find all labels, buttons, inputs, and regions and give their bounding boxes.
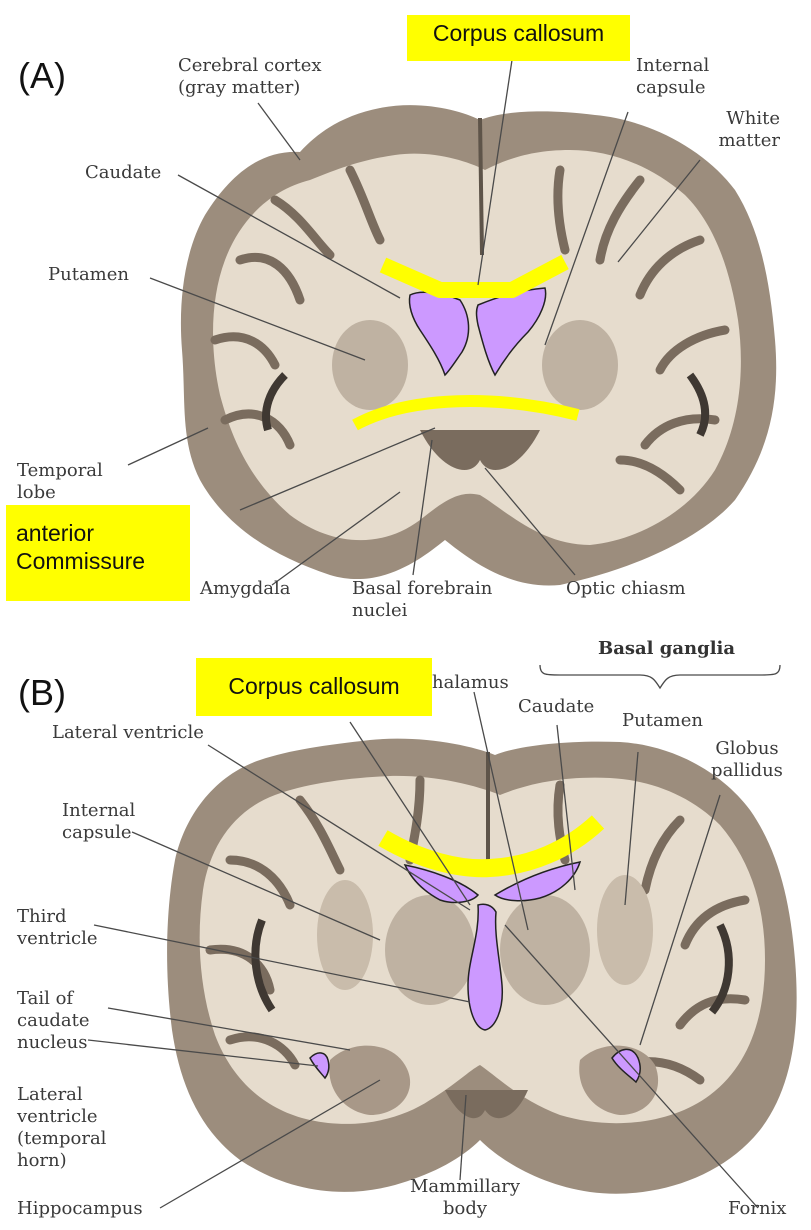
label-tail-caudate: Tail of caudate nucleus (17, 988, 90, 1054)
anterior-commissure-line2: Commissure (16, 547, 180, 575)
label-temporal-lobe: Temporal lobe (17, 460, 103, 504)
label-caudate-a: Caudate (85, 162, 161, 184)
panel-a-letter: (A) (18, 55, 66, 97)
label-white-matter: White matter (700, 108, 780, 152)
label-mammillary-body: Mammillary body (410, 1176, 520, 1220)
label-lateral-ventricle: Lateral ventricle (52, 722, 204, 744)
label-globus-pallidus: Globus pallidus (702, 738, 792, 782)
brain-b-putamen-left (317, 880, 373, 990)
label-fornix: Fornix (728, 1198, 786, 1220)
label-thalamus: halamus (432, 672, 509, 694)
label-cerebral-cortex: Cerebral cortex (gray matter) (178, 55, 322, 99)
label-hippocampus: Hippocampus (17, 1198, 143, 1220)
brain-section-b (167, 739, 797, 1194)
panel-b-corpus-callosum-highlight: Corpus callosum (196, 658, 432, 716)
brain-a-putamen-right (542, 320, 618, 410)
label-third-ventricle: Third ventricle (17, 906, 98, 950)
label-internal-capsule-a: Internal capsule (636, 55, 709, 99)
panel-a-anterior-commissure-highlight: anterior Commissure (6, 505, 190, 601)
brain-b-thalamus-right (500, 895, 590, 1005)
brain-a-midline-fissure (480, 118, 482, 255)
anterior-commissure-line1: anterior (16, 519, 180, 547)
label-putamen-a: Putamen (48, 264, 129, 286)
brain-a-putamen-left (332, 320, 408, 410)
label-putamen-b: Putamen (622, 710, 703, 732)
label-lateral-ventricle-temporal: Lateral ventricle (temporal horn) (17, 1084, 106, 1172)
label-basal-forebrain: Basal forebrain nuclei (352, 578, 492, 622)
brain-b-putamen-right (597, 875, 653, 985)
panel-b-letter: (B) (18, 672, 66, 714)
label-basal-ganglia: Basal ganglia (598, 638, 735, 660)
panel-a-corpus-callosum-highlight: Corpus callosum (407, 15, 630, 61)
label-amygdala: Amygdala (200, 578, 291, 600)
label-optic-chiasm: Optic chiasm (566, 578, 686, 600)
label-internal-capsule-b: Internal capsule (62, 800, 135, 844)
brain-b-thalamus-left (385, 895, 475, 1005)
label-caudate-b: Caudate (518, 696, 594, 718)
